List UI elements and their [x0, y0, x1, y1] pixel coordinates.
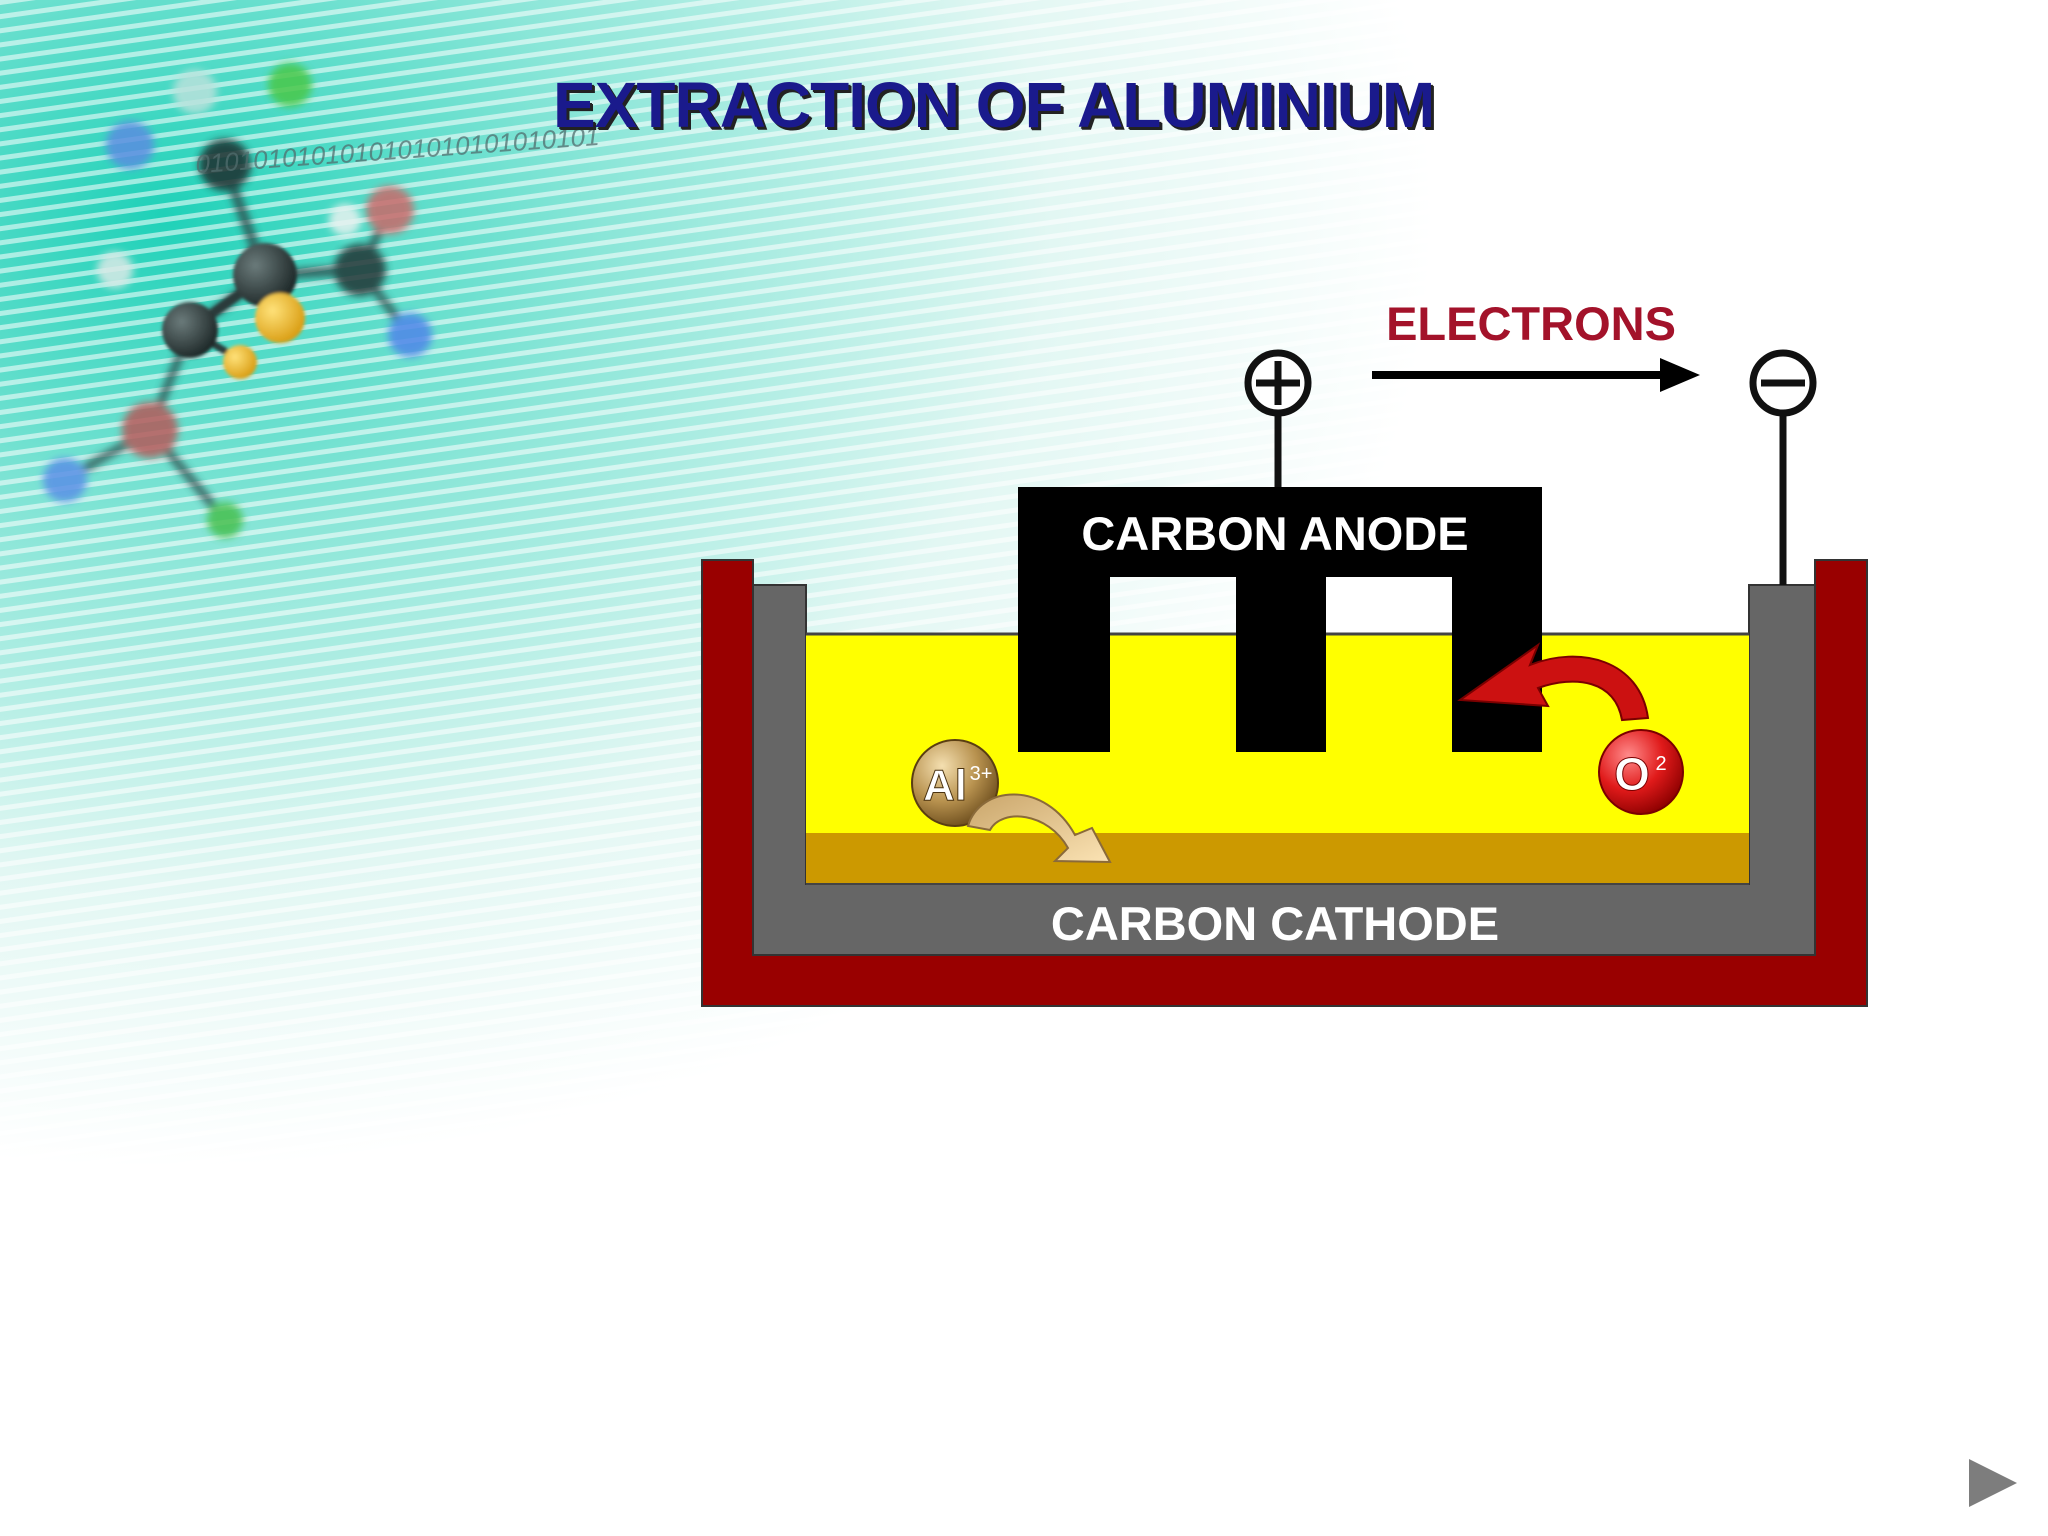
electrons-label: ELECTRONS — [1386, 297, 1676, 350]
oxide-ion-charge: 2 — [1655, 753, 1666, 775]
carbon-anode-label: CARBON ANODE — [1081, 507, 1468, 560]
molten-aluminium-layer — [806, 833, 1749, 884]
negative-terminal-icon — [1749, 349, 1817, 417]
oxide-ion: O 2 — [1598, 729, 1684, 815]
oxide-ion-symbol: O — [1614, 748, 1650, 800]
electrons-arrow-head — [1660, 358, 1700, 392]
molecule-focus — [162, 243, 305, 379]
play-triangle-icon — [1969, 1459, 2017, 1507]
positive-terminal-icon — [1244, 349, 1312, 417]
oxide-migration-arrow — [1457, 642, 1650, 722]
aluminium-ion-symbol: Al — [923, 761, 967, 810]
aluminium-migration-arrow — [966, 793, 1112, 864]
carbon-cathode-label: CARBON CATHODE — [1051, 897, 1499, 950]
carbon-anode — [1018, 487, 1542, 752]
aluminium-ion-charge: 3+ — [970, 763, 993, 785]
slide-title: EXTRACTION OF ALUMINIUM — [553, 69, 1435, 141]
next-slide-button[interactable] — [1965, 1455, 2021, 1511]
aluminium-ion: Al 3+ — [911, 739, 999, 827]
